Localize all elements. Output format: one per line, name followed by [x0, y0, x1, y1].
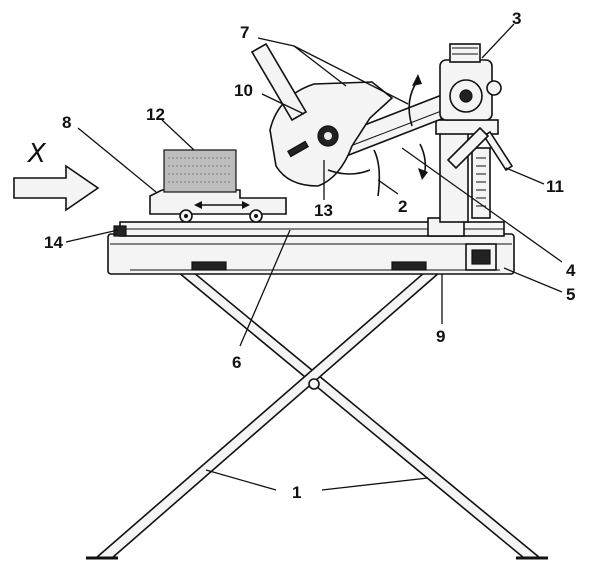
- callout-9: 9: [436, 327, 445, 346]
- callout-labels: 1 2 3 4 5 6 7 8 9 10 11 12 13 14: [44, 9, 576, 502]
- leader-8: [77, 127, 157, 193]
- leader-4: [401, 147, 563, 263]
- x-stand: [86, 271, 548, 560]
- leader-2: [377, 179, 399, 195]
- callout-7: 7: [240, 23, 249, 42]
- column-post: [439, 125, 469, 223]
- callout-6: 6: [232, 353, 241, 372]
- callout-1: 1: [292, 483, 301, 502]
- motor-arm: [324, 43, 502, 180]
- callout-4: 4: [566, 261, 576, 280]
- leader-10: [261, 93, 305, 115]
- motor-cap: [449, 43, 481, 63]
- feed-arrow: [13, 164, 100, 212]
- leader-3: [481, 23, 515, 59]
- callout-12: 12: [146, 105, 165, 124]
- leader-5: [503, 267, 563, 293]
- tray-foot-left: [191, 261, 227, 271]
- leader-11: [505, 167, 545, 185]
- spring: [476, 157, 486, 207]
- callout-8: 8: [62, 113, 71, 132]
- callout-3: 3: [512, 9, 521, 28]
- feed-direction: X: [13, 139, 100, 212]
- base-tray: [107, 233, 515, 275]
- water-hose: [373, 149, 381, 197]
- guard-handle: [250, 42, 308, 122]
- tilt-bracket: [446, 126, 490, 170]
- callout-leaders: [65, 23, 563, 491]
- tile: [163, 149, 237, 193]
- leader-1b: [321, 477, 429, 491]
- stand-leg-left: [93, 271, 443, 559]
- callout-10: 10: [234, 81, 253, 100]
- leader-1a: [205, 469, 277, 491]
- blade-assembly: [250, 42, 394, 197]
- callout-11: 11: [546, 177, 564, 196]
- callout-13: 13: [314, 201, 333, 220]
- callout-5: 5: [566, 285, 575, 304]
- sliding-table: [149, 189, 287, 223]
- saw-column: [435, 119, 514, 223]
- stand-leg-right: [175, 271, 543, 559]
- stand-pivot: [308, 378, 320, 390]
- tray-foot-right: [391, 261, 427, 271]
- callout-2: 2: [398, 197, 407, 216]
- leader-7b: [293, 45, 409, 105]
- leader-6: [239, 229, 291, 347]
- table-plate: [149, 189, 287, 215]
- leader-12: [161, 119, 195, 151]
- tray-body: [107, 233, 515, 275]
- motor-knob: [486, 80, 502, 96]
- feed-direction-label: X: [26, 139, 47, 169]
- leader-14: [65, 229, 119, 243]
- tile-workpiece: [163, 149, 237, 193]
- callout-14: 14: [44, 233, 63, 252]
- blade-edge: [327, 169, 371, 175]
